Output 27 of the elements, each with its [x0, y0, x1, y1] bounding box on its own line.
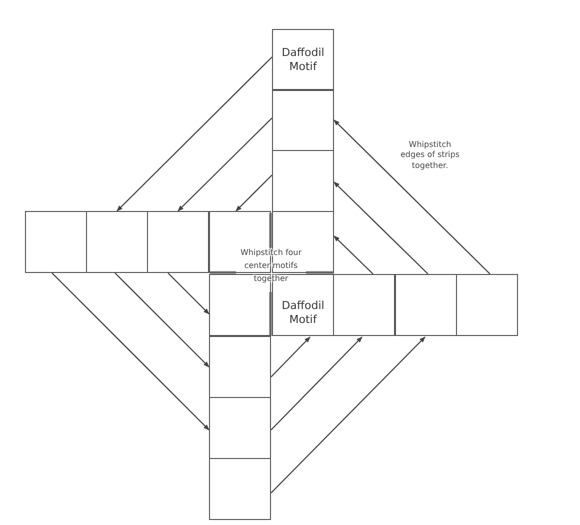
arrow — [114, 272, 210, 368]
blank-square — [456, 274, 518, 336]
arrow — [334, 182, 428, 274]
arrow — [270, 336, 310, 378]
blank-square — [272, 89, 334, 151]
arrow — [334, 236, 374, 274]
arrow — [236, 174, 272, 212]
arrow — [116, 56, 272, 212]
blank-square — [147, 211, 209, 273]
arrow — [178, 118, 272, 212]
arrow — [52, 272, 210, 430]
motif-name: Daffodil Motif — [280, 46, 326, 74]
arrow — [168, 272, 210, 314]
blank-square — [25, 211, 87, 273]
motif-square — [272, 29, 334, 91]
blank-square — [333, 274, 395, 336]
arrow — [334, 120, 490, 274]
blank-square — [272, 150, 334, 212]
motif-name: Daffodil Motif — [280, 299, 326, 327]
blank-square — [209, 336, 271, 398]
instruction-note: Whipstitch edges of strips together. — [399, 140, 461, 172]
blank-square — [209, 458, 271, 520]
blank-square — [395, 274, 457, 336]
arrow — [270, 336, 362, 430]
arrow — [270, 336, 426, 494]
blank-square — [86, 211, 148, 273]
blank-square — [209, 397, 271, 459]
